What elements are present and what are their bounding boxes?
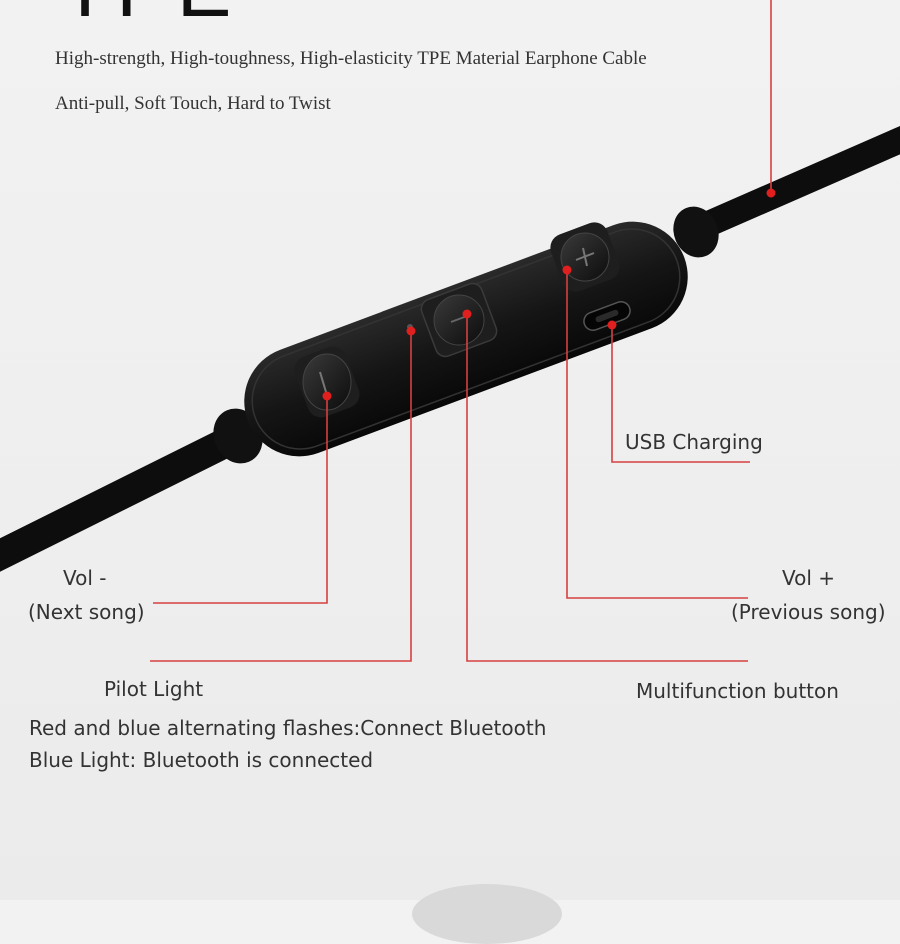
dot-usb — [607, 320, 617, 330]
leader-usb — [611, 325, 750, 463]
cable-feature-line-2: Anti-pull, Soft Touch, Hard to Twist — [55, 93, 331, 114]
vol-minus-sub-label: (Next song) — [28, 600, 145, 624]
cable-right — [677, 126, 900, 245]
dot-vol-plus — [562, 265, 572, 275]
cable-feature-line: High-strength, High-toughness, High-elas… — [55, 48, 647, 69]
multifunction-label: Multifunction button — [636, 679, 839, 703]
strain-relief-right — [673, 206, 719, 258]
leader-multifunction — [466, 314, 748, 662]
dot-multifunction — [462, 309, 472, 319]
leader-vol-minus — [153, 396, 328, 604]
vol-plus-label: Vol + — [782, 566, 836, 590]
leader-pilot — [150, 331, 412, 662]
dot-cable — [766, 188, 776, 198]
vol-plus-sub-label: (Previous song) — [731, 600, 886, 624]
note-flashing: Red and blue alternating flashes:Connect… — [29, 716, 547, 740]
vol-plus-button[interactable] — [546, 218, 623, 295]
cable-left — [0, 423, 250, 572]
bottom-decorative-shape — [412, 884, 562, 944]
usb-charging-label: USB Charging — [625, 430, 763, 454]
leader-vol-plus — [566, 270, 748, 599]
dot-pilot — [406, 326, 416, 336]
vol-minus-label: Vol - — [63, 566, 107, 590]
multifunction-button[interactable] — [419, 281, 500, 360]
pilot-light-label: Pilot Light — [104, 677, 204, 701]
vol-minus-button[interactable] — [291, 343, 364, 422]
dot-vol-minus — [322, 391, 332, 401]
remote-diagram — [0, 0, 900, 662]
title-tpe: TPE — [60, 0, 237, 30]
note-connected: Blue Light: Bluetooth is connected — [29, 748, 374, 772]
